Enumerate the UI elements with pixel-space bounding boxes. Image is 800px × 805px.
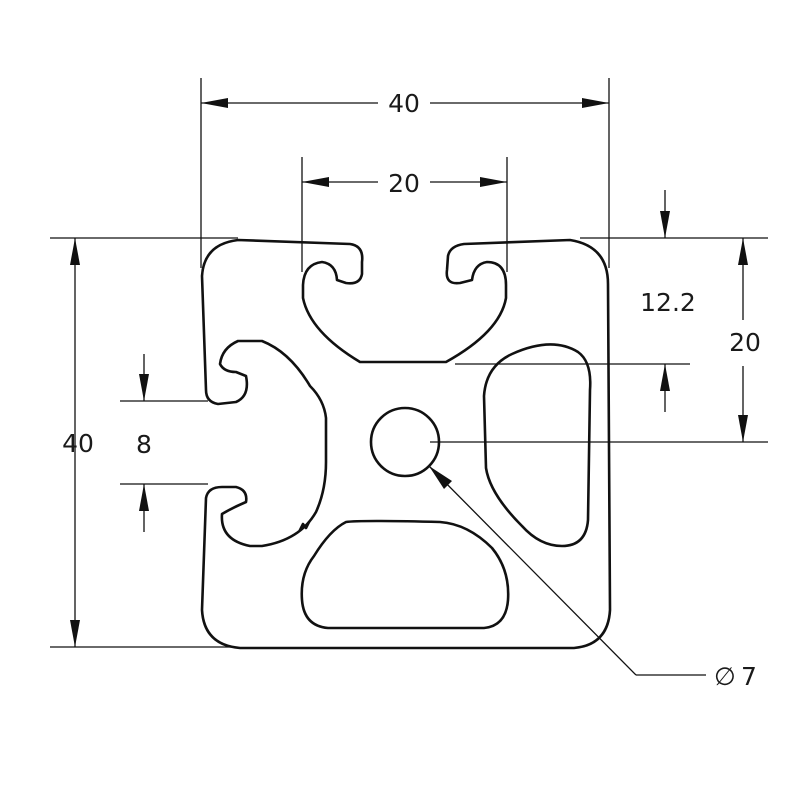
outer-profile xyxy=(200,238,612,650)
tooth-marks xyxy=(298,520,311,532)
dim-slot-opening-label: 8 xyxy=(136,430,152,459)
bottom-cavity xyxy=(300,519,510,630)
dim-center-offset-label: 20 xyxy=(729,328,761,357)
dim-bore-diameter: ∅ 7 xyxy=(428,465,757,691)
dim-slot-width: 20 xyxy=(301,157,508,272)
diameter-symbol: ∅ xyxy=(714,662,736,691)
dim-overall-height: 40 xyxy=(50,237,238,648)
right-cavity xyxy=(482,343,592,548)
center-bore xyxy=(369,406,441,478)
dim-overall-width: 40 xyxy=(200,78,610,268)
profile-outline xyxy=(200,238,612,650)
dim-slot-offset: 12.2 xyxy=(455,190,768,412)
dim-slot-offset-label: 12.2 xyxy=(640,288,696,317)
dim-overall-height-label: 40 xyxy=(62,429,94,458)
dim-center-offset: 20 xyxy=(430,238,768,443)
dim-slot-opening: 8 xyxy=(120,354,208,532)
dim-slot-width-label: 20 xyxy=(388,169,420,198)
dim-overall-width-label: 40 xyxy=(388,89,420,118)
dim-bore-diameter-label: 7 xyxy=(741,662,757,691)
